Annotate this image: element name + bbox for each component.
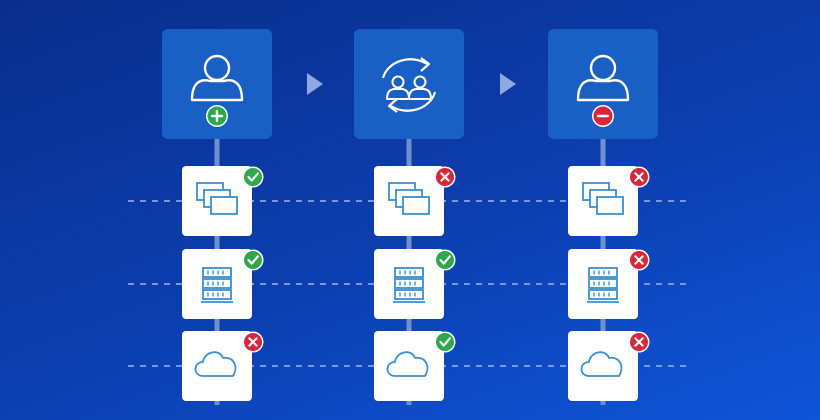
server-icon: [587, 267, 619, 303]
server-unit: [394, 267, 424, 278]
sync-arc-top: [381, 58, 428, 79]
server-unit: [588, 289, 618, 300]
server-unit: [202, 289, 232, 300]
check-icon: [439, 337, 451, 347]
resource-tile-windows: [568, 166, 650, 236]
server-icon: [201, 267, 233, 303]
sync-arrowhead: [420, 57, 431, 72]
sync-arrowhead: [387, 98, 398, 113]
cross-icon: [634, 172, 644, 182]
arrow-right-icon: [500, 73, 516, 95]
resource-tile-server: [568, 249, 650, 319]
cloud-icon: [194, 351, 237, 377]
resource-tile: [568, 331, 638, 401]
user-body: [386, 88, 410, 100]
check-icon: [247, 172, 259, 182]
check-badge: [436, 333, 454, 351]
window-frame: [210, 196, 238, 215]
user-body: [576, 79, 630, 102]
user-body: [408, 88, 432, 100]
server-unit: [394, 289, 424, 300]
windows-icon: [196, 182, 238, 215]
cross-icon: [634, 255, 644, 265]
windows-icon: [582, 182, 624, 215]
arrow-right-icon: [307, 73, 323, 95]
user-remove-icon: [548, 29, 658, 139]
resource-tile: [182, 331, 252, 401]
role-tile: [548, 29, 658, 139]
resource-tile-cloud: [182, 331, 264, 401]
check-icon: [247, 255, 259, 265]
resource-tile-server: [374, 249, 456, 319]
server-icon: [393, 267, 425, 303]
server-unit: [394, 278, 424, 289]
check-badge: [436, 251, 454, 269]
cloud-shape: [386, 351, 429, 377]
resource-tile-windows: [182, 166, 264, 236]
check-icon: [439, 255, 451, 265]
plus-icon: [210, 109, 224, 123]
cloud-shape: [580, 351, 623, 377]
resource-tile: [182, 249, 252, 319]
server-unit: [202, 278, 232, 289]
resource-tile-cloud: [374, 331, 456, 401]
users-sync-icon: [354, 29, 464, 139]
resource-tile-cloud: [568, 331, 650, 401]
sync-arc-bottom: [390, 91, 437, 112]
server-unit: [588, 278, 618, 289]
resource-tile: [374, 249, 444, 319]
window-frame: [596, 196, 624, 215]
user-head: [391, 75, 405, 89]
window-frame: [402, 196, 430, 215]
resource-tile-windows: [374, 166, 456, 236]
role-tile: [162, 29, 272, 139]
user-body: [190, 79, 244, 102]
cloud-icon: [386, 351, 429, 377]
server-unit: [202, 267, 232, 278]
cross-icon: [248, 337, 258, 347]
windows-icon: [388, 182, 430, 215]
cross-icon: [634, 337, 644, 347]
check-badge: [244, 251, 262, 269]
cloud-shape: [194, 351, 237, 377]
resource-tile: [374, 331, 444, 401]
cloud-icon: [580, 351, 623, 377]
server-unit: [588, 267, 618, 278]
cross-icon: [440, 172, 450, 182]
resource-tile-server: [182, 249, 264, 319]
user-head: [413, 75, 427, 89]
resource-tile: [568, 249, 638, 319]
role-tile: [354, 29, 464, 139]
check-badge: [244, 168, 262, 186]
user-add-icon: [162, 29, 272, 139]
